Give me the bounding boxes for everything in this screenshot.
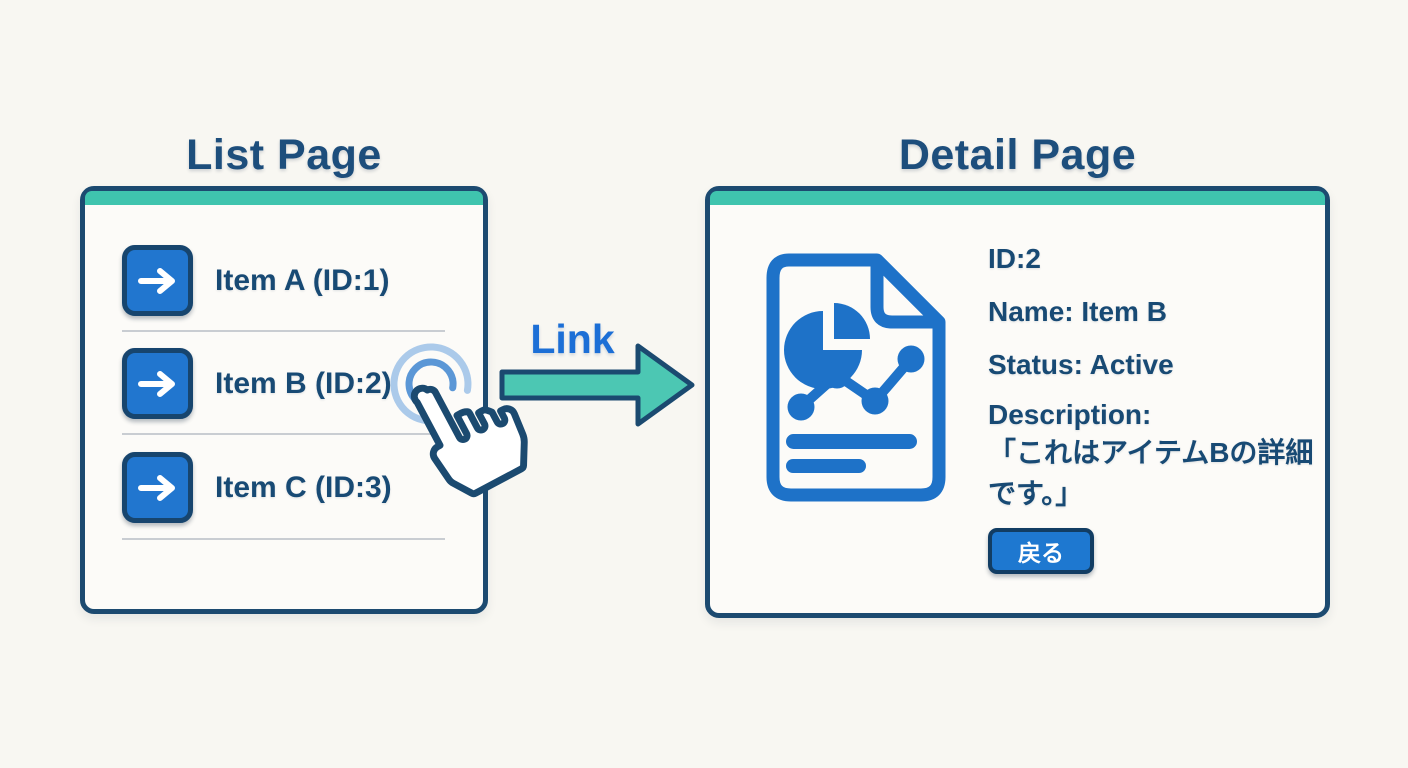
detail-field-status: Status: Active [988,349,1174,380]
list-item-c[interactable]: Item C (ID:3) [122,452,392,523]
detail-field-name: Name: Item B [988,296,1167,327]
detail-field-description-label: Description: [988,399,1152,430]
tap-hand-cursor-icon [410,384,528,498]
list-page-title: List Page [186,131,382,179]
detail-page-card: ID:2 Name: Item B Status: Active Descrip… [705,186,1330,618]
link-label: Link [530,316,615,362]
detail-field-description-value: 「これはアイテムBの詳細です。」 [988,437,1314,510]
list-item-b[interactable]: Item B (ID:2) [122,348,392,419]
back-button[interactable]: 戻る [988,528,1094,574]
arrow-right-large-icon [499,343,695,427]
list-item-label: Item B (ID:2) [215,366,392,400]
detail-page-title: Detail Page [898,131,1137,179]
document-chart-icon [766,253,946,502]
arrow-right-icon[interactable] [122,245,193,316]
detail-field-id: ID:2 [988,243,1041,274]
list-item-label: Item A (ID:1) [215,263,390,297]
detail-card-header-bar [710,191,1325,205]
list-item-a[interactable]: Item A (ID:1) [122,245,389,316]
divider [122,330,445,332]
divider [122,538,445,540]
list-card-header-bar [85,191,483,205]
list-item-label: Item C (ID:3) [215,470,392,504]
divider [122,433,445,435]
arrow-right-icon[interactable] [122,452,193,523]
arrow-right-icon[interactable] [122,348,193,419]
